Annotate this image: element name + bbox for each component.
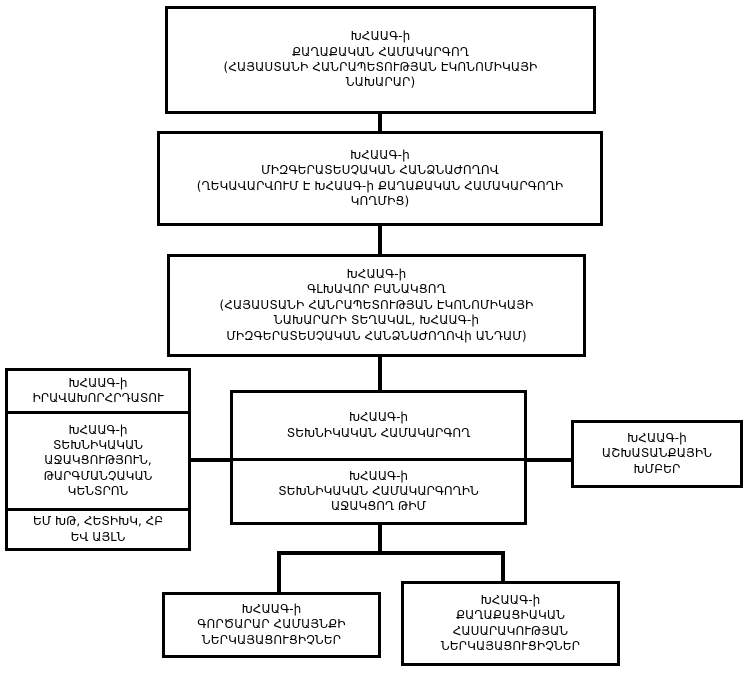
node-legal-advisor-label: ԽՀԱԱԳ-ի ԻՐԱՎԱԽՈՐՀՐԴԱՏՈՒ	[32, 375, 164, 405]
connector-political-to-interagency	[378, 113, 382, 133]
connector-negotiator-to-coordinator	[378, 355, 382, 392]
node-interagency-council[interactable]: ԽՀԱԱԳ-ի ՄԻԶԳԵՐԱՏԵՍՉԱԿԱՆ ՀԱՆՁՆԱԺՈՂՈՎ (ՂԵԿ…	[157, 131, 603, 226]
node-interagency-council-label: ԽՀԱԱԳ-ի ՄԻԶԳԵՐԱՏԵՍՉԱԿԱՆ ՀԱՆՁՆԱԺՈՂՈՎ (ՂԵԿ…	[196, 147, 564, 208]
node-chief-negotiator[interactable]: ԽՀԱԱԳ-ի ԳԼԽԱՎՈՐ ԲԱՆԱԿՑՈՂ (ՀԱՅԱՍՏԱՆԻ ՀԱՆՐ…	[167, 254, 586, 357]
node-technical-coordination-group: ԽՀԱԱԳ-ի ՏԵԽՆԻԿԱԿԱՆ ՀԱՄԱԿԱՐԳՈՂ ԽՀԱԱԳ-ի ՏԵ…	[230, 390, 527, 525]
node-business-community-label: ԽՀԱԱԳ-ի ԳՈՐԾԱՐԱՐ ՀԱՄԱՅՆՔԻ ՆԵՐԿԱՅԱՑՈՒՑԻՉՆ…	[197, 601, 346, 647]
connector-center-to-working-groups	[524, 458, 572, 462]
node-political-leader[interactable]: ԽՀԱԱԳ-ի ՔԱՂԱՔԱԿԱՆ ՀԱՄԱԿԱՐԳՈՂ (ՀԱՅԱՍՏԱՆԻ …	[165, 6, 596, 114]
node-support-team[interactable]: ԽՀԱԱԳ-ի ՏԵԽՆԻԿԱԿԱՆ ՀԱՄԱԿԱՐԳՈՂԻՆ ԱՋԱԿՑՈՂ …	[233, 461, 524, 522]
connector-bus-to-business-community	[277, 551, 281, 595]
node-technical-assistance-center-label: ԽՀԱԱԳ-ի ՏԵԽՆԻԿԱԿԱՆ ԱՋԱԿՑՈՒԹՅՈՒՆ, ԹԱՐԳՄԱՆ…	[43, 422, 153, 499]
node-donors[interactable]: ԵՄ ԽԹ, ՀԵՏԻԽԿ, ՀԲ ԵՎ ԱՅԼՆ	[8, 511, 188, 548]
connector-interagency-to-negotiator	[378, 224, 382, 255]
node-civil-society-label: ԽՀԱԱԳ-ի ՔԱՂԱՔԱՑԻԱԿԱՆ ՀԱՍԱՐԱԿՈՒԹՅԱՆ ՆԵՐԿԱ…	[440, 592, 581, 653]
node-support-team-label: ԽՀԱԱԳ-ի ՏԵԽՆԻԿԱԿԱՆ ՀԱՄԱԿԱՐԳՈՂԻՆ ԱՋԱԿՑՈՂ …	[278, 468, 479, 514]
node-business-community[interactable]: ԽՀԱԱԳ-ի ԳՈՐԾԱՐԱՐ ՀԱՄԱՅՆՔԻ ՆԵՐԿԱՅԱՑՈՒՑԻՉՆ…	[162, 592, 381, 658]
node-working-groups-label: ԽՀԱԱԳ-ի ԱՇԽԱՏԱՆՔԱՅԻՆ ԽՄԲԵՐ	[601, 430, 713, 476]
connector-bus-to-civil-society	[501, 551, 505, 584]
connector-support-trunk	[378, 523, 382, 554]
node-technical-coordinator[interactable]: ԽՀԱԱԳ-ի ՏԵԽՆԻԿԱԿԱՆ ՀԱՄԱԿԱՐԳՈՂ	[233, 393, 524, 462]
support-structures-stack: ԽՀԱԱԳ-ի ԻՐԱՎԱԽՈՐՀՐԴԱՏՈՒ ԽՀԱԱԳ-ի ՏԵԽՆԻԿԱԿ…	[5, 368, 191, 551]
node-civil-society[interactable]: ԽՀԱԱԳ-ի ՔԱՂԱՔԱՑԻԱԿԱՆ ՀԱՍԱՐԱԿՈՒԹՅԱՆ ՆԵՐԿԱ…	[401, 581, 620, 666]
connector-bottom-bus	[277, 551, 505, 555]
node-chief-negotiator-label: ԽՀԱԱԳ-ի ԳԼԽԱՎՈՐ ԲԱՆԱԿՑՈՂ (ՀԱՅԱՍՏԱՆԻ ՀԱՆՐ…	[219, 267, 534, 343]
node-legal-advisor[interactable]: ԽՀԱԱԳ-ի ԻՐԱՎԱԽՈՐՀՐԴԱՏՈՒ	[8, 371, 188, 414]
node-technical-assistance-center[interactable]: ԽՀԱԱԳ-ի ՏԵԽՆԻԿԱԿԱՆ ԱՋԱԿՑՈՒԹՅՈՒՆ, ԹԱՐԳՄԱՆ…	[8, 414, 188, 511]
node-political-leader-label: ԽՀԱԱԳ-ի ՔԱՂԱՔԱԿԱՆ ՀԱՄԱԿԱՐԳՈՂ (ՀԱՅԱՍՏԱՆԻ …	[223, 29, 538, 90]
connector-left-support-to-center	[190, 458, 233, 462]
node-working-groups[interactable]: ԽՀԱԱԳ-ի ԱՇԽԱՏԱՆՔԱՅԻՆ ԽՄԲԵՐ	[571, 420, 743, 488]
node-technical-coordinator-label: ԽՀԱԱԳ-ի ՏԵԽՆԻԿԱԿԱՆ ՀԱՄԱԿԱՐԳՈՂ	[286, 410, 471, 440]
node-donors-label: ԵՄ ԽԹ, ՀԵՏԻԽԿ, ՀԲ ԵՎ ԱՅԼՆ	[32, 514, 164, 544]
